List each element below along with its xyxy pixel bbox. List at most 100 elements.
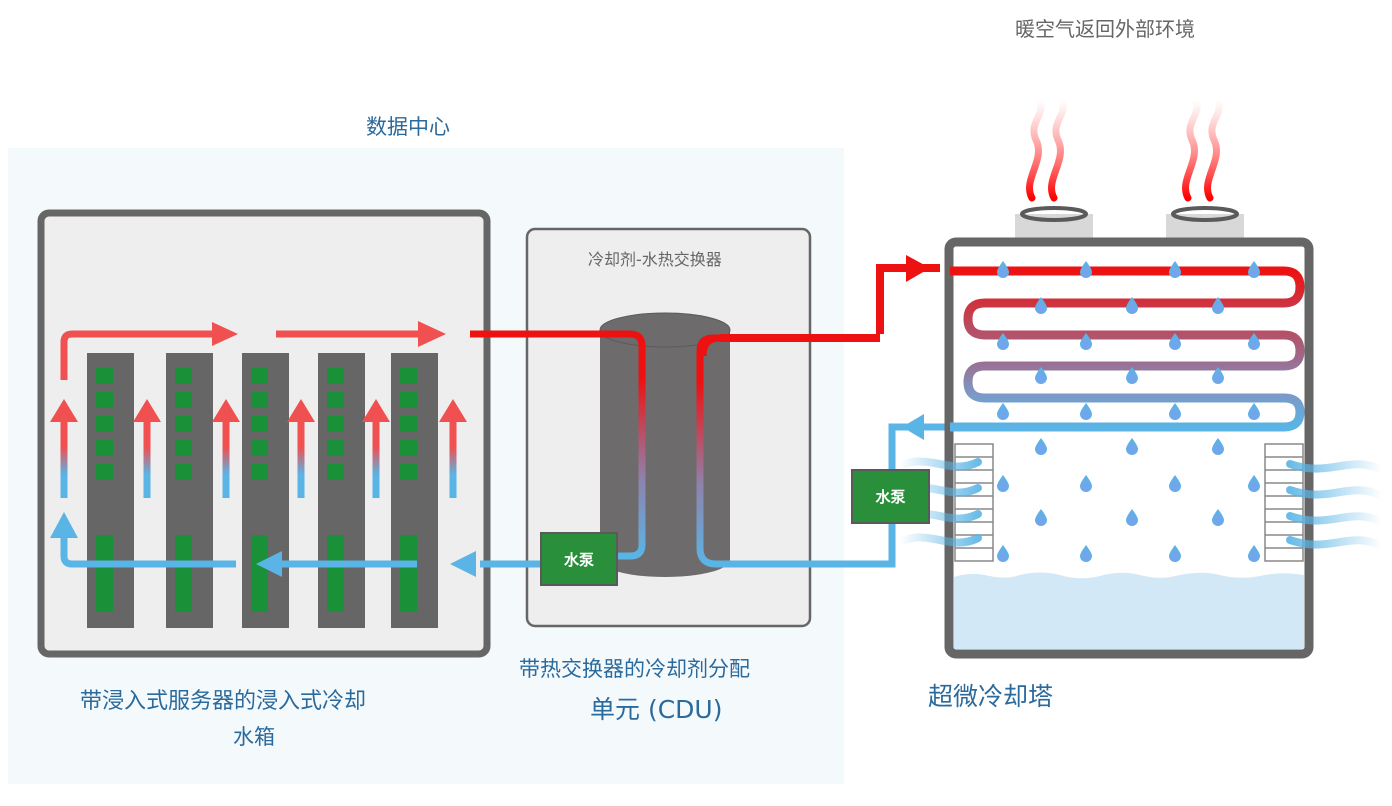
flow-up-arrow <box>143 420 151 498</box>
tank-label-line2: 水箱 <box>233 725 275 749</box>
water-droplet <box>1080 475 1092 492</box>
cdu-label-line2: 单元 (CDU) <box>590 695 723 724</box>
server-led <box>175 392 192 408</box>
server-led <box>175 464 192 480</box>
server-1 <box>87 353 134 628</box>
water-droplet <box>1126 297 1138 314</box>
air-intake-right <box>1286 486 1386 500</box>
water-droplet <box>1169 403 1181 420</box>
water-droplet <box>1126 509 1138 526</box>
server-drive <box>175 535 192 612</box>
air-intake-right <box>1286 536 1386 550</box>
server-led <box>251 464 268 480</box>
water-droplet <box>997 545 1009 562</box>
tank-hot-flow <box>60 321 446 380</box>
water-droplet <box>1035 367 1047 384</box>
water-droplet <box>1169 475 1181 492</box>
water-droplet <box>1212 438 1224 455</box>
water-droplet <box>1080 545 1092 562</box>
server-led <box>400 368 417 384</box>
server-led <box>96 368 113 384</box>
tower-pump-label: 水泵 <box>875 488 906 506</box>
server-led <box>96 416 113 432</box>
server-led <box>400 440 417 456</box>
water-droplet <box>1248 261 1260 278</box>
water-droplet <box>1212 367 1224 384</box>
server-drive <box>251 535 268 612</box>
flow-up-arrow <box>372 420 380 498</box>
server-led <box>327 392 344 408</box>
water-droplet <box>1169 333 1181 350</box>
server-rack-group <box>87 353 438 628</box>
water-droplet <box>1035 509 1047 526</box>
heat-exchanger-label: 冷却剂-水热交换器 <box>588 250 722 269</box>
cooling-tower-label: 超微冷却塔 <box>928 682 1054 711</box>
flow-up-arrow <box>60 420 68 498</box>
air-intake-left <box>896 533 982 547</box>
water-droplet <box>1080 403 1092 420</box>
water-droplet <box>1212 297 1224 314</box>
water-droplet <box>1248 545 1260 562</box>
water-droplet <box>1248 333 1260 350</box>
cdu-water-pump: 水泵 <box>540 532 618 586</box>
heat-exchanger-cylinder <box>599 312 731 577</box>
server-4 <box>318 353 365 628</box>
water-droplet <box>1080 261 1092 278</box>
water-droplet <box>1080 333 1092 350</box>
tower-coil <box>950 266 1305 432</box>
hot-water-arrow <box>906 255 930 282</box>
server-led <box>400 464 417 480</box>
server-drive <box>327 535 344 612</box>
tank-label-line1: 带浸入式服务器的浸入式冷却 <box>80 689 367 714</box>
water-droplet <box>1248 403 1260 420</box>
server-drive <box>96 535 113 612</box>
flow-up-arrow <box>222 420 230 498</box>
cdu-pump-label: 水泵 <box>563 550 594 569</box>
flow-up-arrow <box>297 420 305 498</box>
water-droplet <box>997 475 1009 492</box>
tank-cold-flow <box>50 512 417 577</box>
server-led <box>175 440 192 456</box>
server-led <box>175 368 192 384</box>
server-led <box>175 416 192 432</box>
server-led <box>96 392 113 408</box>
water-droplet <box>997 403 1009 420</box>
water-droplet <box>1126 367 1138 384</box>
cold-water-arrow <box>902 414 924 440</box>
cdu-unit <box>525 227 812 628</box>
water-droplet <box>1126 438 1138 455</box>
server-2 <box>166 353 213 628</box>
water-droplet <box>1035 438 1047 455</box>
water-droplet <box>1212 509 1224 526</box>
server-led <box>327 368 344 384</box>
flow-up-arrow <box>449 420 457 498</box>
cdu-label-line1: 带热交换器的冷却剂分配 <box>519 657 750 681</box>
data-center-label: 数据中心 <box>366 115 450 139</box>
cooling-tower <box>896 96 1386 659</box>
water-droplet <box>1035 297 1047 314</box>
server-led <box>96 440 113 456</box>
tank-up-arrows <box>50 399 467 498</box>
tower-water-pump: 水泵 <box>851 469 930 524</box>
server-drive <box>400 535 417 612</box>
server-led <box>400 392 417 408</box>
server-led <box>327 464 344 480</box>
water-droplet <box>1169 545 1181 562</box>
server-led <box>251 392 268 408</box>
server-led <box>251 416 268 432</box>
water-droplet <box>1248 475 1260 492</box>
server-led <box>251 440 268 456</box>
air-intake-right <box>1286 460 1386 474</box>
hot-coolant-line <box>470 330 646 560</box>
water-droplet <box>997 333 1009 350</box>
water-droplet <box>997 261 1009 278</box>
server-led <box>400 416 417 432</box>
water-droplet <box>1169 261 1181 278</box>
server-led <box>327 440 344 456</box>
server-led <box>251 368 268 384</box>
server-led <box>327 416 344 432</box>
server-led <box>96 464 113 480</box>
server-5 <box>391 353 438 628</box>
